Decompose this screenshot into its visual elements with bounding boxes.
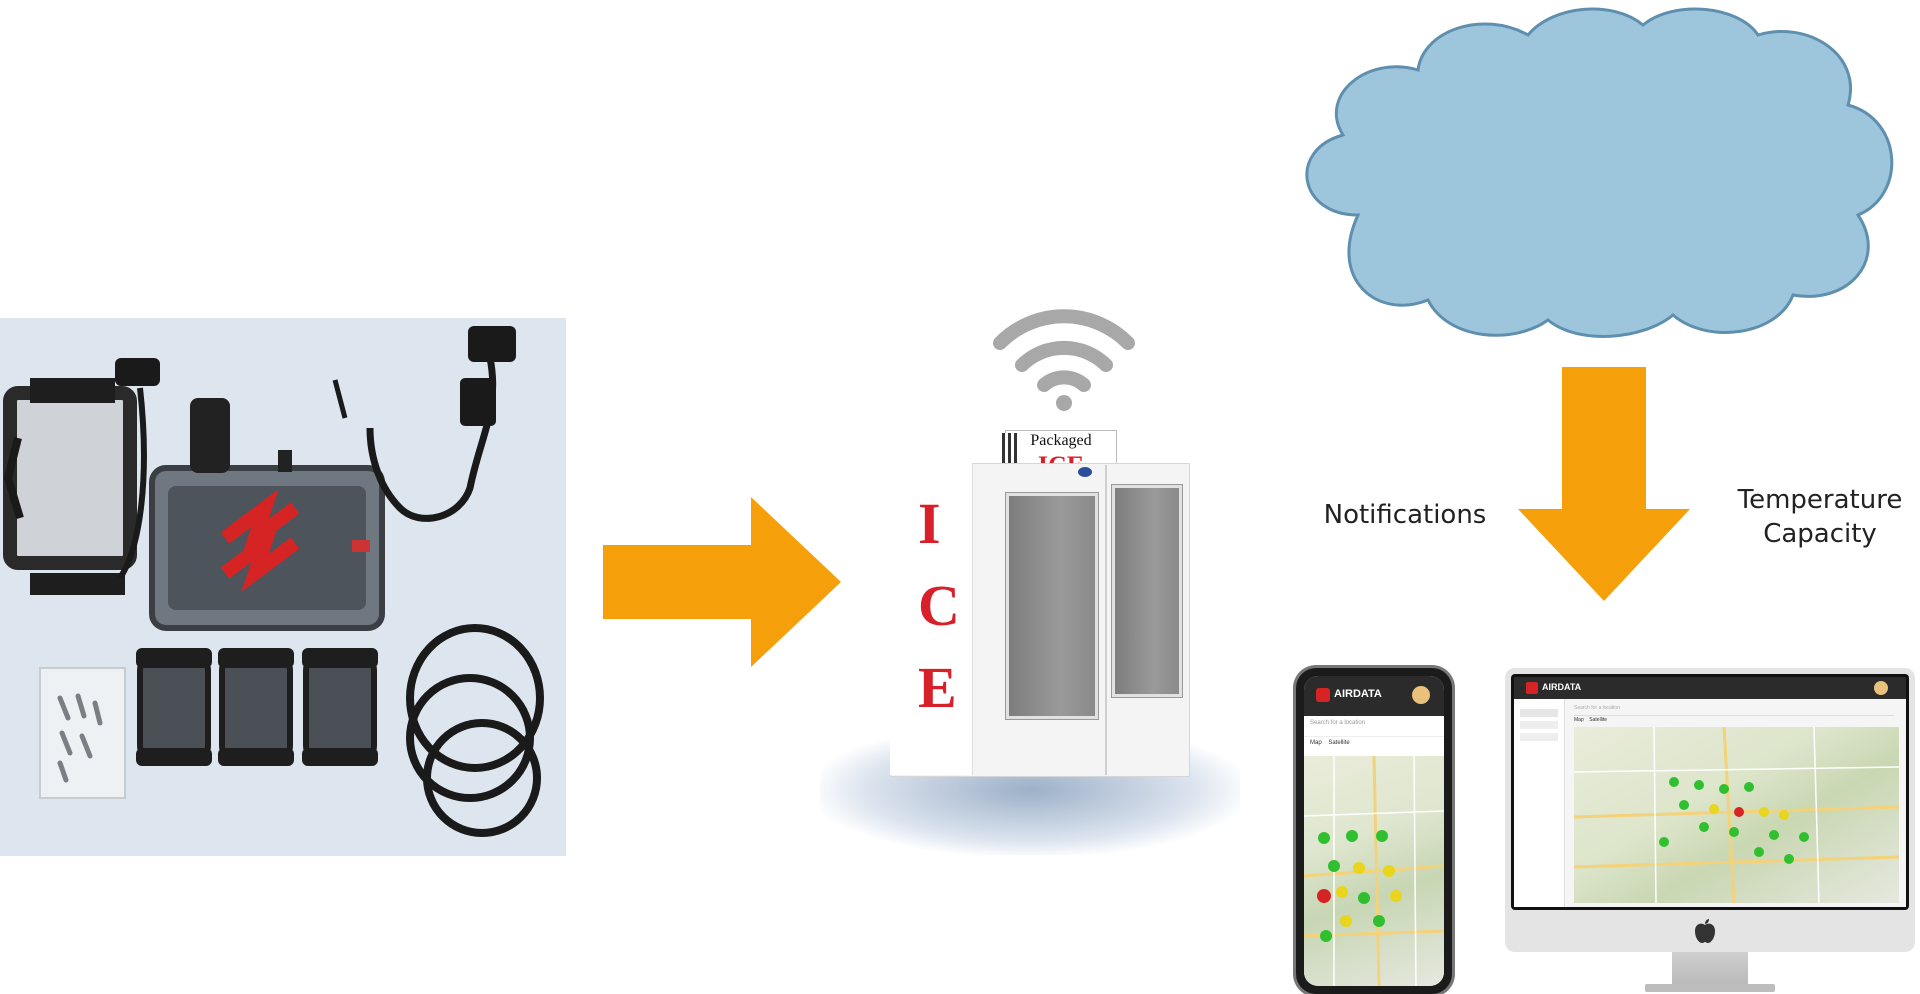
merchandiser-door-right: [1112, 485, 1182, 697]
ethernet-cable-coil: [406, 624, 544, 772]
phone-map[interactable]: [1304, 756, 1444, 986]
arrow-down-cloud-to-devices: [1518, 367, 1690, 603]
airdata-logo-icon: [1316, 688, 1330, 702]
desktop-map[interactable]: [1574, 727, 1899, 903]
side-letter-i: I: [918, 491, 941, 556]
cloud-icon: [1288, 0, 1906, 345]
hardware-kit-photo: [0, 318, 566, 856]
merchandiser-door-left: [1006, 493, 1098, 719]
desktop-map-markers: [1659, 777, 1809, 864]
side-letter-e: E: [918, 655, 957, 720]
desktop-search-input[interactable]: Search for a location: [1574, 705, 1894, 716]
sign-top-text: Packaged: [1030, 432, 1092, 449]
notifications-label: Notifications: [1323, 500, 1487, 530]
desktop-brand: AIRDATA: [1542, 682, 1582, 692]
sidebar-item[interactable]: [1520, 709, 1558, 717]
phone-app-header: AIRDATA: [1304, 676, 1444, 716]
desktop-airdata-logo-icon: [1526, 682, 1538, 694]
capacity-label: Capacity: [1763, 519, 1877, 549]
desktop-avatar[interactable]: [1874, 681, 1888, 695]
merchandiser-side: [890, 463, 973, 775]
desktop-monitor: AIRDATA Search for a location Map Satell…: [1505, 668, 1915, 952]
side-letters: I C E: [918, 483, 960, 729]
apple-logo-icon: [1685, 916, 1725, 946]
phone-map-markers: [1317, 830, 1402, 942]
monitor-stand: [1672, 952, 1748, 986]
sensor-modules: [136, 648, 378, 766]
phone-brand: AIRDATA: [1334, 688, 1382, 700]
brand-badge: [1078, 467, 1092, 477]
phone-screen: AIRDATA Search for a location Map Satell…: [1304, 676, 1444, 986]
phone-tab-map[interactable]: Map: [1310, 740, 1322, 746]
wifi-icon: [990, 303, 1138, 411]
desktop-app-header: AIRDATA: [1514, 677, 1906, 699]
side-letter-c: C: [918, 573, 960, 638]
ice-merchandiser: Packaged ICE I C E: [810, 415, 1250, 865]
power-supply: [3, 386, 137, 570]
monitor-screen: AIRDATA Search for a location Map Satell…: [1514, 677, 1906, 907]
desktop-tab-satellite[interactable]: Satellite: [1589, 717, 1608, 723]
hardware-kit-illustration: [3, 326, 544, 837]
arrow-right-hardware-to-merchandiser: [603, 497, 843, 667]
temperature-label: Temperature: [1737, 485, 1903, 515]
smartphone: AIRDATA Search for a location Map Satell…: [1296, 668, 1452, 994]
screw-bag: [39, 667, 126, 799]
avatar[interactable]: [1412, 686, 1430, 704]
sidebar-item[interactable]: [1520, 733, 1558, 741]
monitor-base: [1645, 984, 1775, 992]
monitor-bezel: AIRDATA Search for a location Map Satell…: [1511, 674, 1909, 910]
phone-tab-satellite[interactable]: Satellite: [1328, 740, 1350, 746]
phone-search-input[interactable]: Search for a location: [1304, 716, 1444, 737]
desktop-sidebar: [1514, 699, 1565, 907]
sidebar-item[interactable]: [1520, 721, 1558, 729]
desktop-tab-map[interactable]: Map: [1574, 717, 1584, 723]
